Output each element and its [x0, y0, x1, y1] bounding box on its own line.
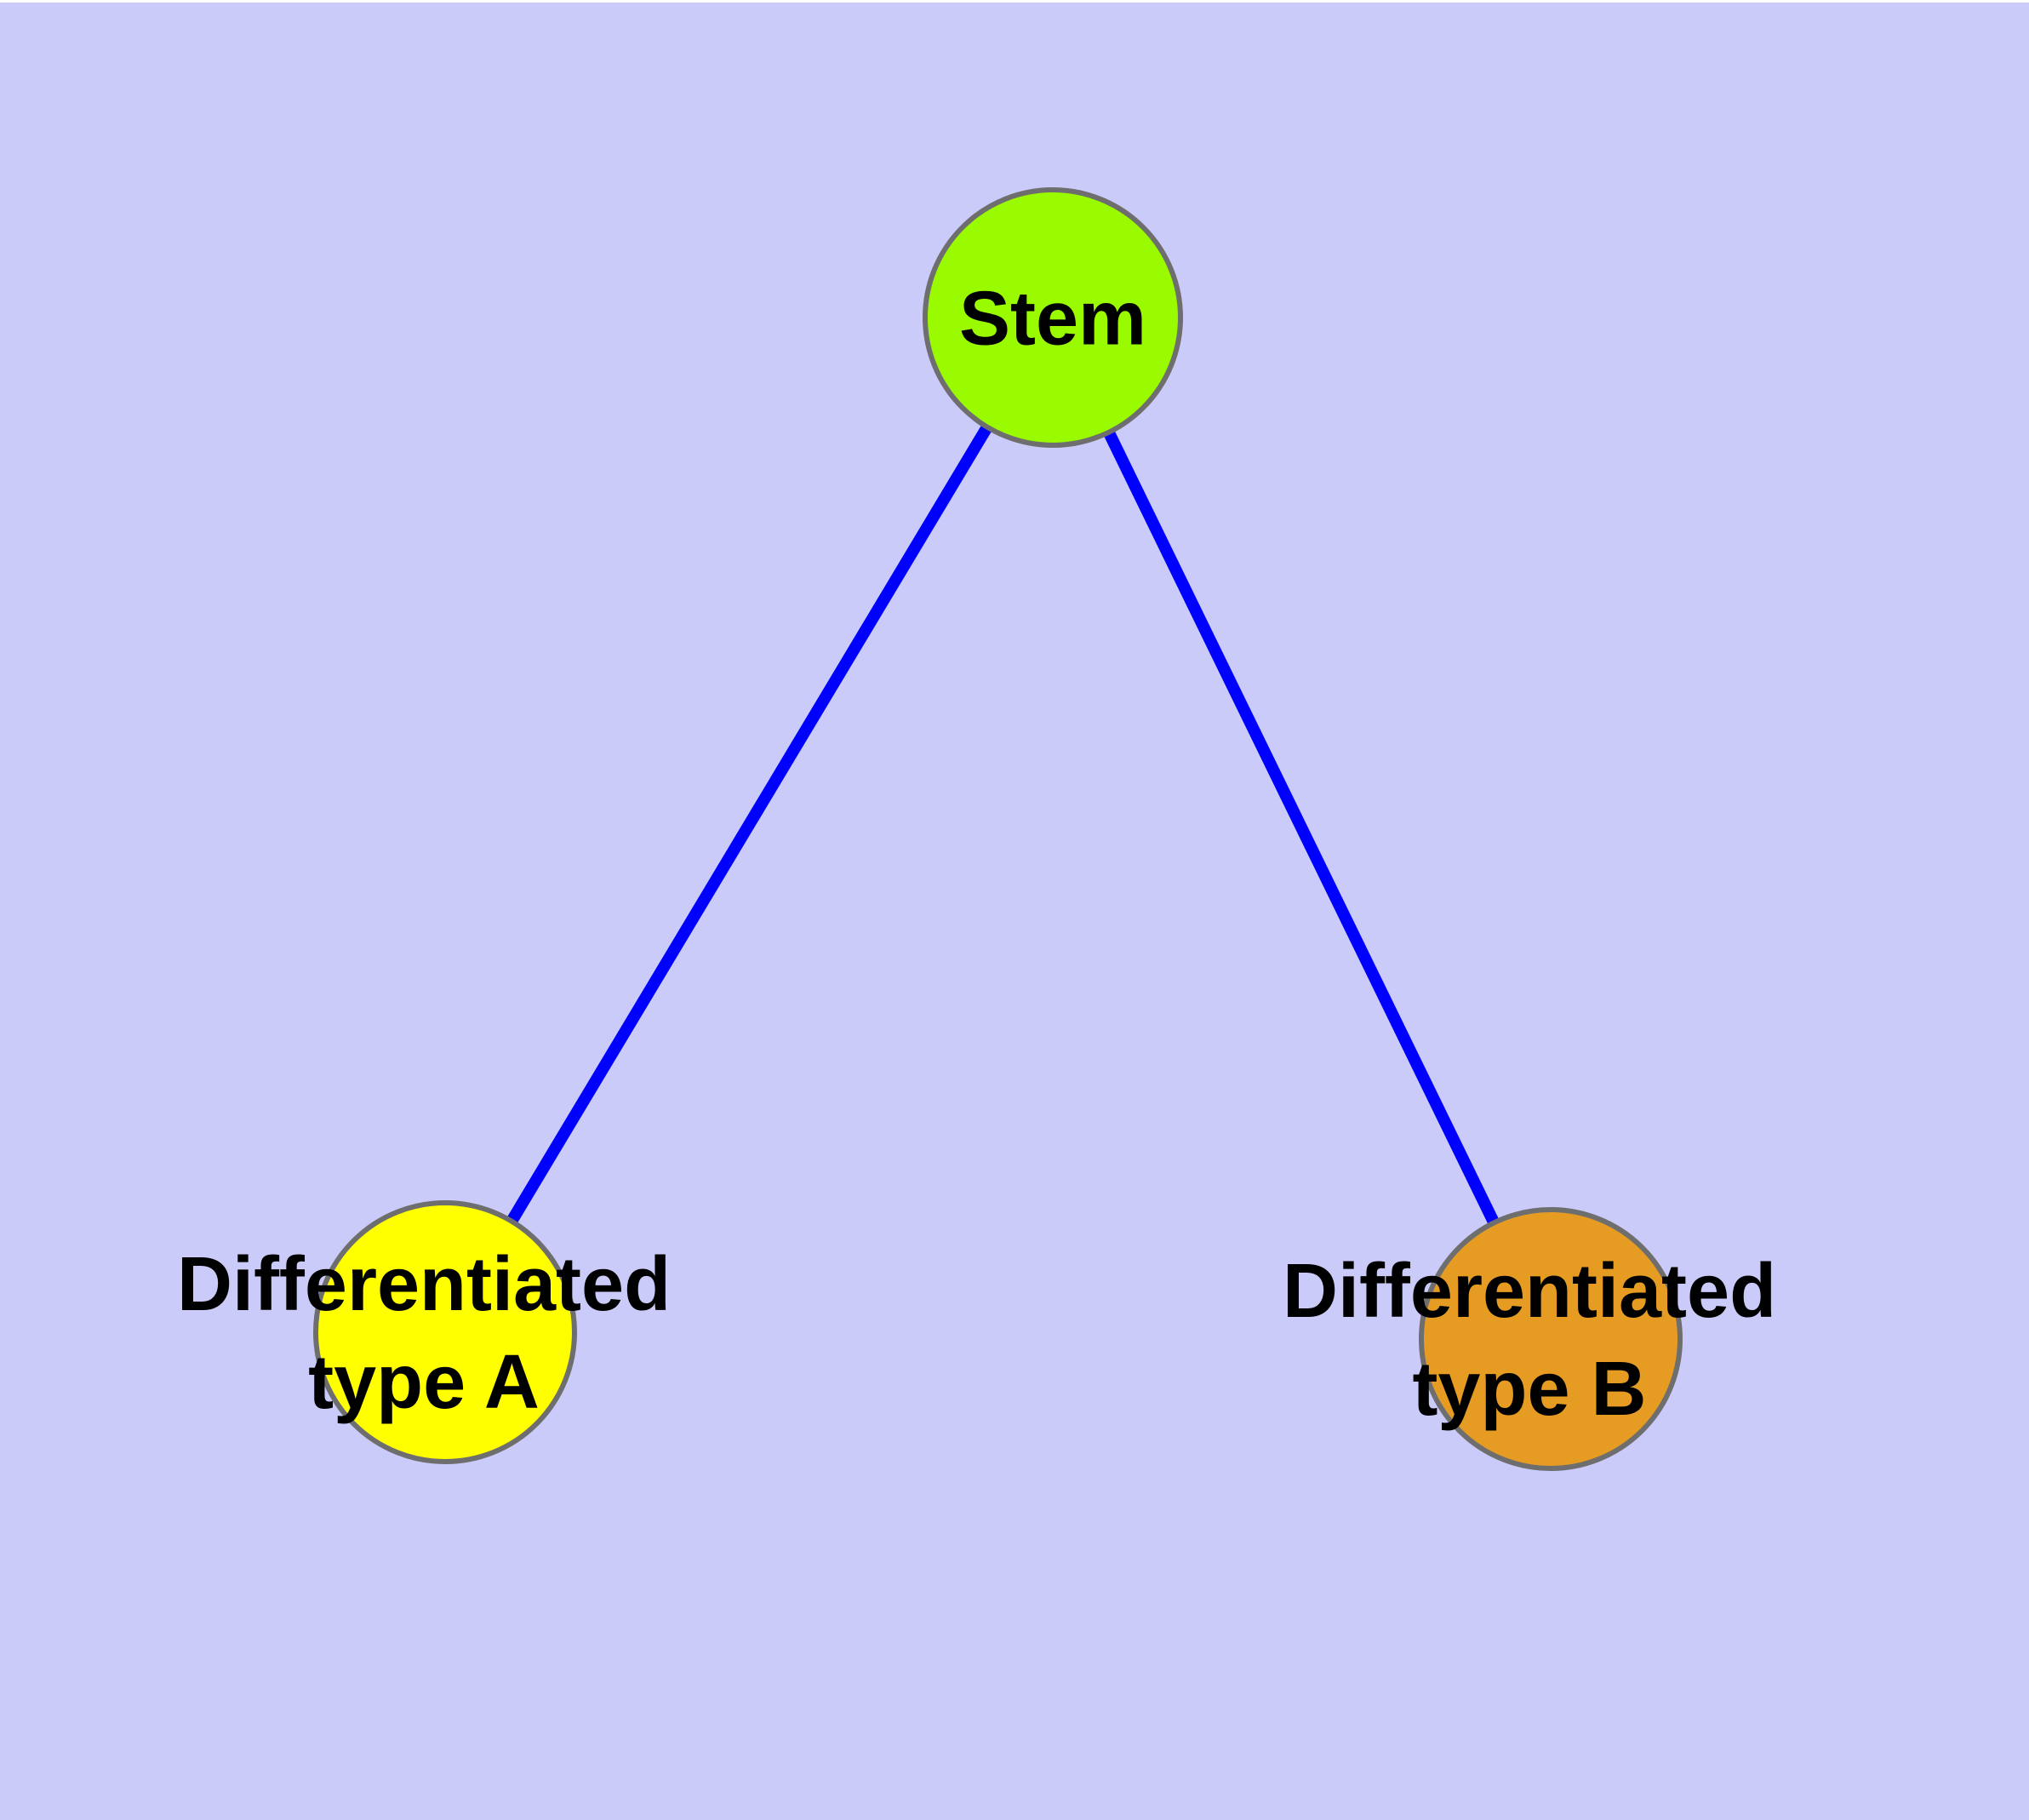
edge-stem-to-type-a — [439, 314, 1059, 1336]
node-type-a-circle — [313, 1200, 577, 1464]
node-type-b-circle — [1419, 1207, 1683, 1471]
edge-stem-to-type-b — [1047, 314, 1557, 1342]
top-edge-strip — [0, 0, 2029, 3]
node-stem-circle — [923, 187, 1183, 448]
